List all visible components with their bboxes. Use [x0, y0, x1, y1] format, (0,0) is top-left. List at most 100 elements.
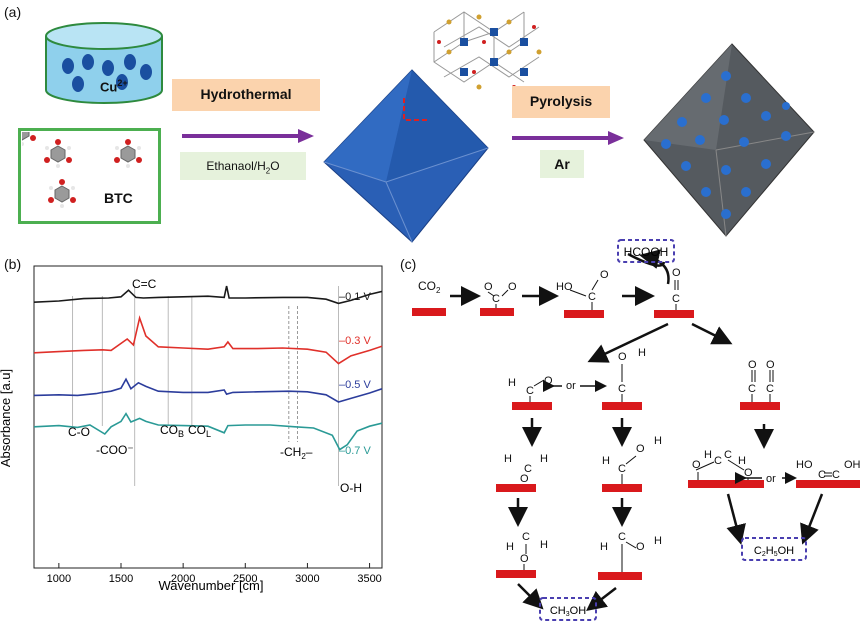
atom-o: O — [744, 467, 753, 479]
arrow-icon — [726, 493, 746, 545]
atom-c: C — [618, 383, 626, 395]
atom-c: C — [818, 469, 826, 481]
atom-c: C — [724, 449, 732, 461]
btc-label: BTC — [104, 190, 133, 206]
co2-text: CO — [418, 279, 436, 293]
atom-ho: HO — [556, 281, 573, 293]
co2-label: CO2 — [418, 279, 441, 295]
solvent-end: O — [270, 159, 280, 173]
x-tick-label: 1500 — [109, 573, 133, 585]
annotation-oh: O-H — [340, 481, 362, 495]
mof-octahedron-icon — [323, 69, 489, 243]
atom-c: C — [588, 291, 596, 303]
atom-o: O — [544, 375, 553, 387]
series-label-0.5v: –0.5 V — [339, 379, 371, 391]
ch2-text: -CH — [280, 445, 301, 459]
annotation-cc: C=C — [132, 277, 157, 291]
x-axis-label: Wavenumber [cm] — [159, 578, 264, 593]
atom-h: H — [504, 453, 512, 465]
series-line — [33, 285, 383, 305]
arrows — [450, 286, 824, 612]
atom-c: C — [618, 531, 626, 543]
plot-frame — [33, 265, 383, 569]
cob-text: CO — [160, 423, 178, 437]
annotation-cob: COB — [160, 423, 184, 439]
y-axis-label: Absorbance [a.u] — [0, 369, 13, 467]
atom-o: O — [672, 267, 681, 279]
ch3oh-box — [539, 597, 597, 621]
c2h5oh-mid: H — [766, 545, 774, 557]
pyrolysis-label: Pyrolysis — [512, 86, 610, 118]
carbon-octahedron-icon — [643, 43, 815, 237]
panel-c-label: (c) — [400, 256, 417, 272]
x-tick-label: 2500 — [233, 573, 257, 585]
annotation-ch2: -CH2– — [280, 445, 313, 461]
hydrothermal-label: Hydrothermal — [172, 79, 320, 111]
atom-c: C — [832, 469, 840, 481]
c2h5oh-sub2: 5 — [774, 551, 778, 558]
arrow-icon — [586, 587, 617, 612]
panel-b-label: (b) — [4, 256, 22, 272]
atom-h: H — [540, 453, 548, 465]
atom-c: C — [526, 385, 534, 397]
series-line — [33, 377, 383, 403]
atom-o: O — [600, 269, 609, 281]
arrow-icon — [517, 583, 544, 610]
atom-ho: HO — [796, 459, 813, 471]
atom-h: H — [600, 541, 608, 553]
c2h5oh-end: OH — [778, 545, 795, 557]
atom-c: C — [522, 531, 530, 543]
atom-h: H — [540, 539, 548, 551]
atom-h: H — [506, 541, 514, 553]
hcooh-box — [617, 239, 675, 263]
atom-o: O — [508, 281, 517, 293]
or-label: or — [566, 380, 576, 392]
arrow-icon — [587, 322, 669, 363]
atom-o: O — [766, 359, 775, 371]
atom-c: C — [524, 463, 532, 475]
catalyst-surfaces — [412, 308, 860, 580]
ch2-sub: 2 — [301, 452, 306, 461]
c2h5oh-box — [741, 537, 807, 561]
atom-o: O — [618, 351, 627, 363]
arrow-icon — [800, 493, 824, 545]
cob-sub: B — [178, 429, 184, 439]
atom-c: C — [748, 383, 756, 395]
series-line — [33, 315, 383, 365]
c2h5oh-label: C2H5OH — [754, 545, 794, 558]
series-label-0.3v: –0.3 V — [339, 335, 371, 347]
cu-ion-label: Cu2+ — [100, 78, 128, 94]
ch3oh-end: OH — [570, 605, 587, 617]
atom-o: O — [520, 473, 529, 485]
hydrothermal-arrow-icon — [182, 129, 314, 143]
ch3oh-sub: 3 — [566, 611, 570, 618]
atom-h: H — [654, 435, 662, 447]
atom-o: O — [520, 553, 529, 565]
c2h5oh-text: C — [754, 545, 762, 557]
bonds — [487, 279, 832, 572]
ch3oh-label: CH3OH — [550, 605, 586, 618]
atom-c: C — [618, 463, 626, 475]
btc-box — [18, 128, 161, 224]
btc-molecules-icon — [22, 132, 143, 209]
col-sub: L — [206, 429, 211, 439]
atom-h: H — [738, 455, 746, 467]
x-tick-label: 2000 — [171, 573, 195, 585]
mof-structure-icon — [433, 11, 542, 90]
reference-lines — [72, 286, 339, 486]
atom-h: H — [638, 347, 646, 359]
atom-o: O — [748, 359, 757, 371]
c2h5oh-sub1: 2 — [762, 551, 766, 558]
series-label-0.1v: –0.1 V — [339, 291, 371, 303]
atom-c: C — [672, 293, 680, 305]
atom-c: C — [766, 383, 774, 395]
cu-label-text: Cu — [100, 79, 118, 95]
atom-c: C — [492, 293, 500, 305]
annotation-coo: -COO⁻ — [96, 443, 134, 457]
atom-o: O — [692, 459, 701, 471]
solvent-text: Ethanaol/H — [206, 159, 266, 173]
panel-a-label: (a) — [4, 4, 22, 20]
ch2-dash: – — [306, 445, 313, 459]
hcooh-label: HCOOH — [624, 245, 669, 259]
